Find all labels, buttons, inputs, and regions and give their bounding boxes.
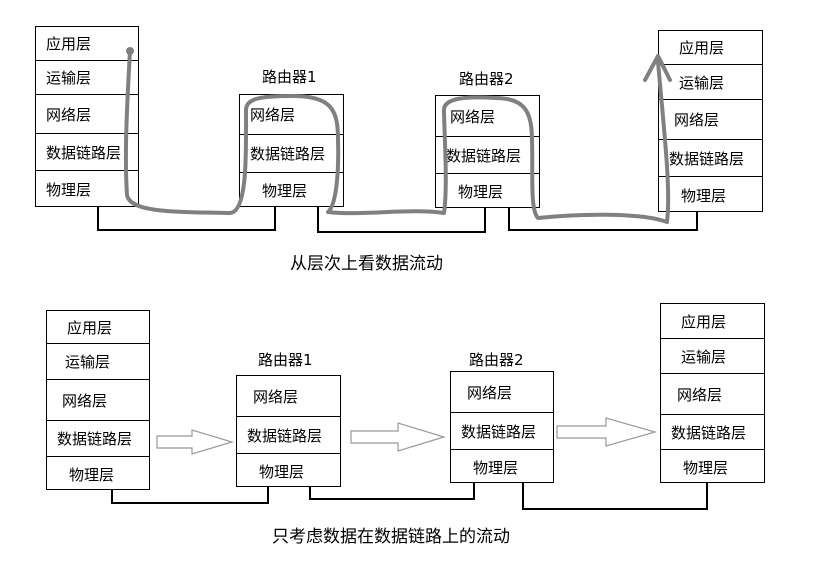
bottom-router1: 网络层 数据链路层 物理层 [236, 375, 341, 487]
link-line [317, 207, 486, 233]
link-line [522, 483, 708, 510]
layer-network: 网络层 [250, 106, 296, 124]
link-line [508, 208, 698, 231]
layer-datalink: 数据链路层 [237, 416, 340, 453]
link-line [97, 207, 276, 231]
top-host-right: 应用层 运输层 网络层 数据链路层 物理层 [658, 30, 763, 212]
layer-physical: 物理层 [436, 173, 539, 209]
layer-datalink: 数据链路层 [451, 412, 553, 449]
layer-network: 网络层 [450, 107, 496, 126]
bottom-host-right: 应用层 运输层 网络层 数据链路层 物理层 [660, 303, 765, 483]
hollow-arrow [350, 422, 447, 452]
layer-transport: 运输层 [659, 64, 762, 99]
link-line [111, 487, 269, 504]
flow-start-dot [126, 47, 134, 55]
hollow-arrow [556, 417, 658, 447]
layer-application: 应用层 [681, 312, 727, 331]
layer-application: 应用层 [679, 39, 725, 57]
layer-transport: 运输层 [47, 343, 149, 379]
top-router2-title: 路由器2 [459, 70, 514, 88]
layer-physical: 物理层 [451, 449, 553, 484]
layer-transport: 运输层 [661, 338, 764, 373]
layer-physical: 物理层 [659, 176, 762, 213]
top-caption: 从层次上看数据流动 [290, 254, 443, 274]
bottom-caption: 只考虑数据在数据链路上的流动 [272, 527, 510, 547]
layer-network: 网络层 [661, 373, 764, 414]
bottom-router1-title: 路由器1 [258, 351, 313, 369]
hollow-arrow [156, 429, 235, 455]
layer-datalink: 数据链路层 [240, 134, 343, 172]
layer-physical: 物理层 [237, 453, 340, 488]
bottom-router2: 网络层 数据链路层 物理层 [450, 371, 554, 483]
layer-network: 网络层 [253, 387, 299, 406]
layer-datalink: 数据链路层 [436, 136, 539, 173]
layer-transport: 运输层 [36, 60, 138, 94]
layer-datalink: 数据链路层 [659, 139, 762, 176]
top-host-left: 应用层 运输层 网络层 数据链路层 物理层 [35, 26, 139, 207]
layer-application: 应用层 [67, 318, 113, 337]
layer-network: 网络层 [36, 94, 138, 133]
layer-datalink: 数据链路层 [47, 420, 149, 456]
layer-physical: 物理层 [47, 456, 149, 491]
bottom-router2-title: 路由器2 [469, 351, 524, 369]
layer-physical: 物理层 [240, 172, 343, 208]
layer-datalink: 数据链路层 [661, 414, 764, 449]
flow-arrowhead [643, 54, 672, 82]
layer-application: 应用层 [46, 35, 92, 53]
link-line [309, 483, 475, 500]
layer-physical: 物理层 [661, 449, 764, 484]
layer-network: 网络层 [659, 99, 762, 139]
layer-network: 网络层 [47, 379, 149, 420]
top-router1-title: 路由器1 [262, 68, 317, 86]
top-router2: 网络层 数据链路层 物理层 [435, 95, 540, 208]
layer-network: 网络层 [467, 383, 513, 402]
data-flow-curve [123, 48, 671, 224]
bottom-host-left: 应用层 运输层 网络层 数据链路层 物理层 [46, 310, 150, 490]
layer-datalink: 数据链路层 [36, 133, 138, 170]
top-router1: 网络层 数据链路层 物理层 [239, 94, 344, 207]
layer-physical: 物理层 [36, 170, 138, 208]
